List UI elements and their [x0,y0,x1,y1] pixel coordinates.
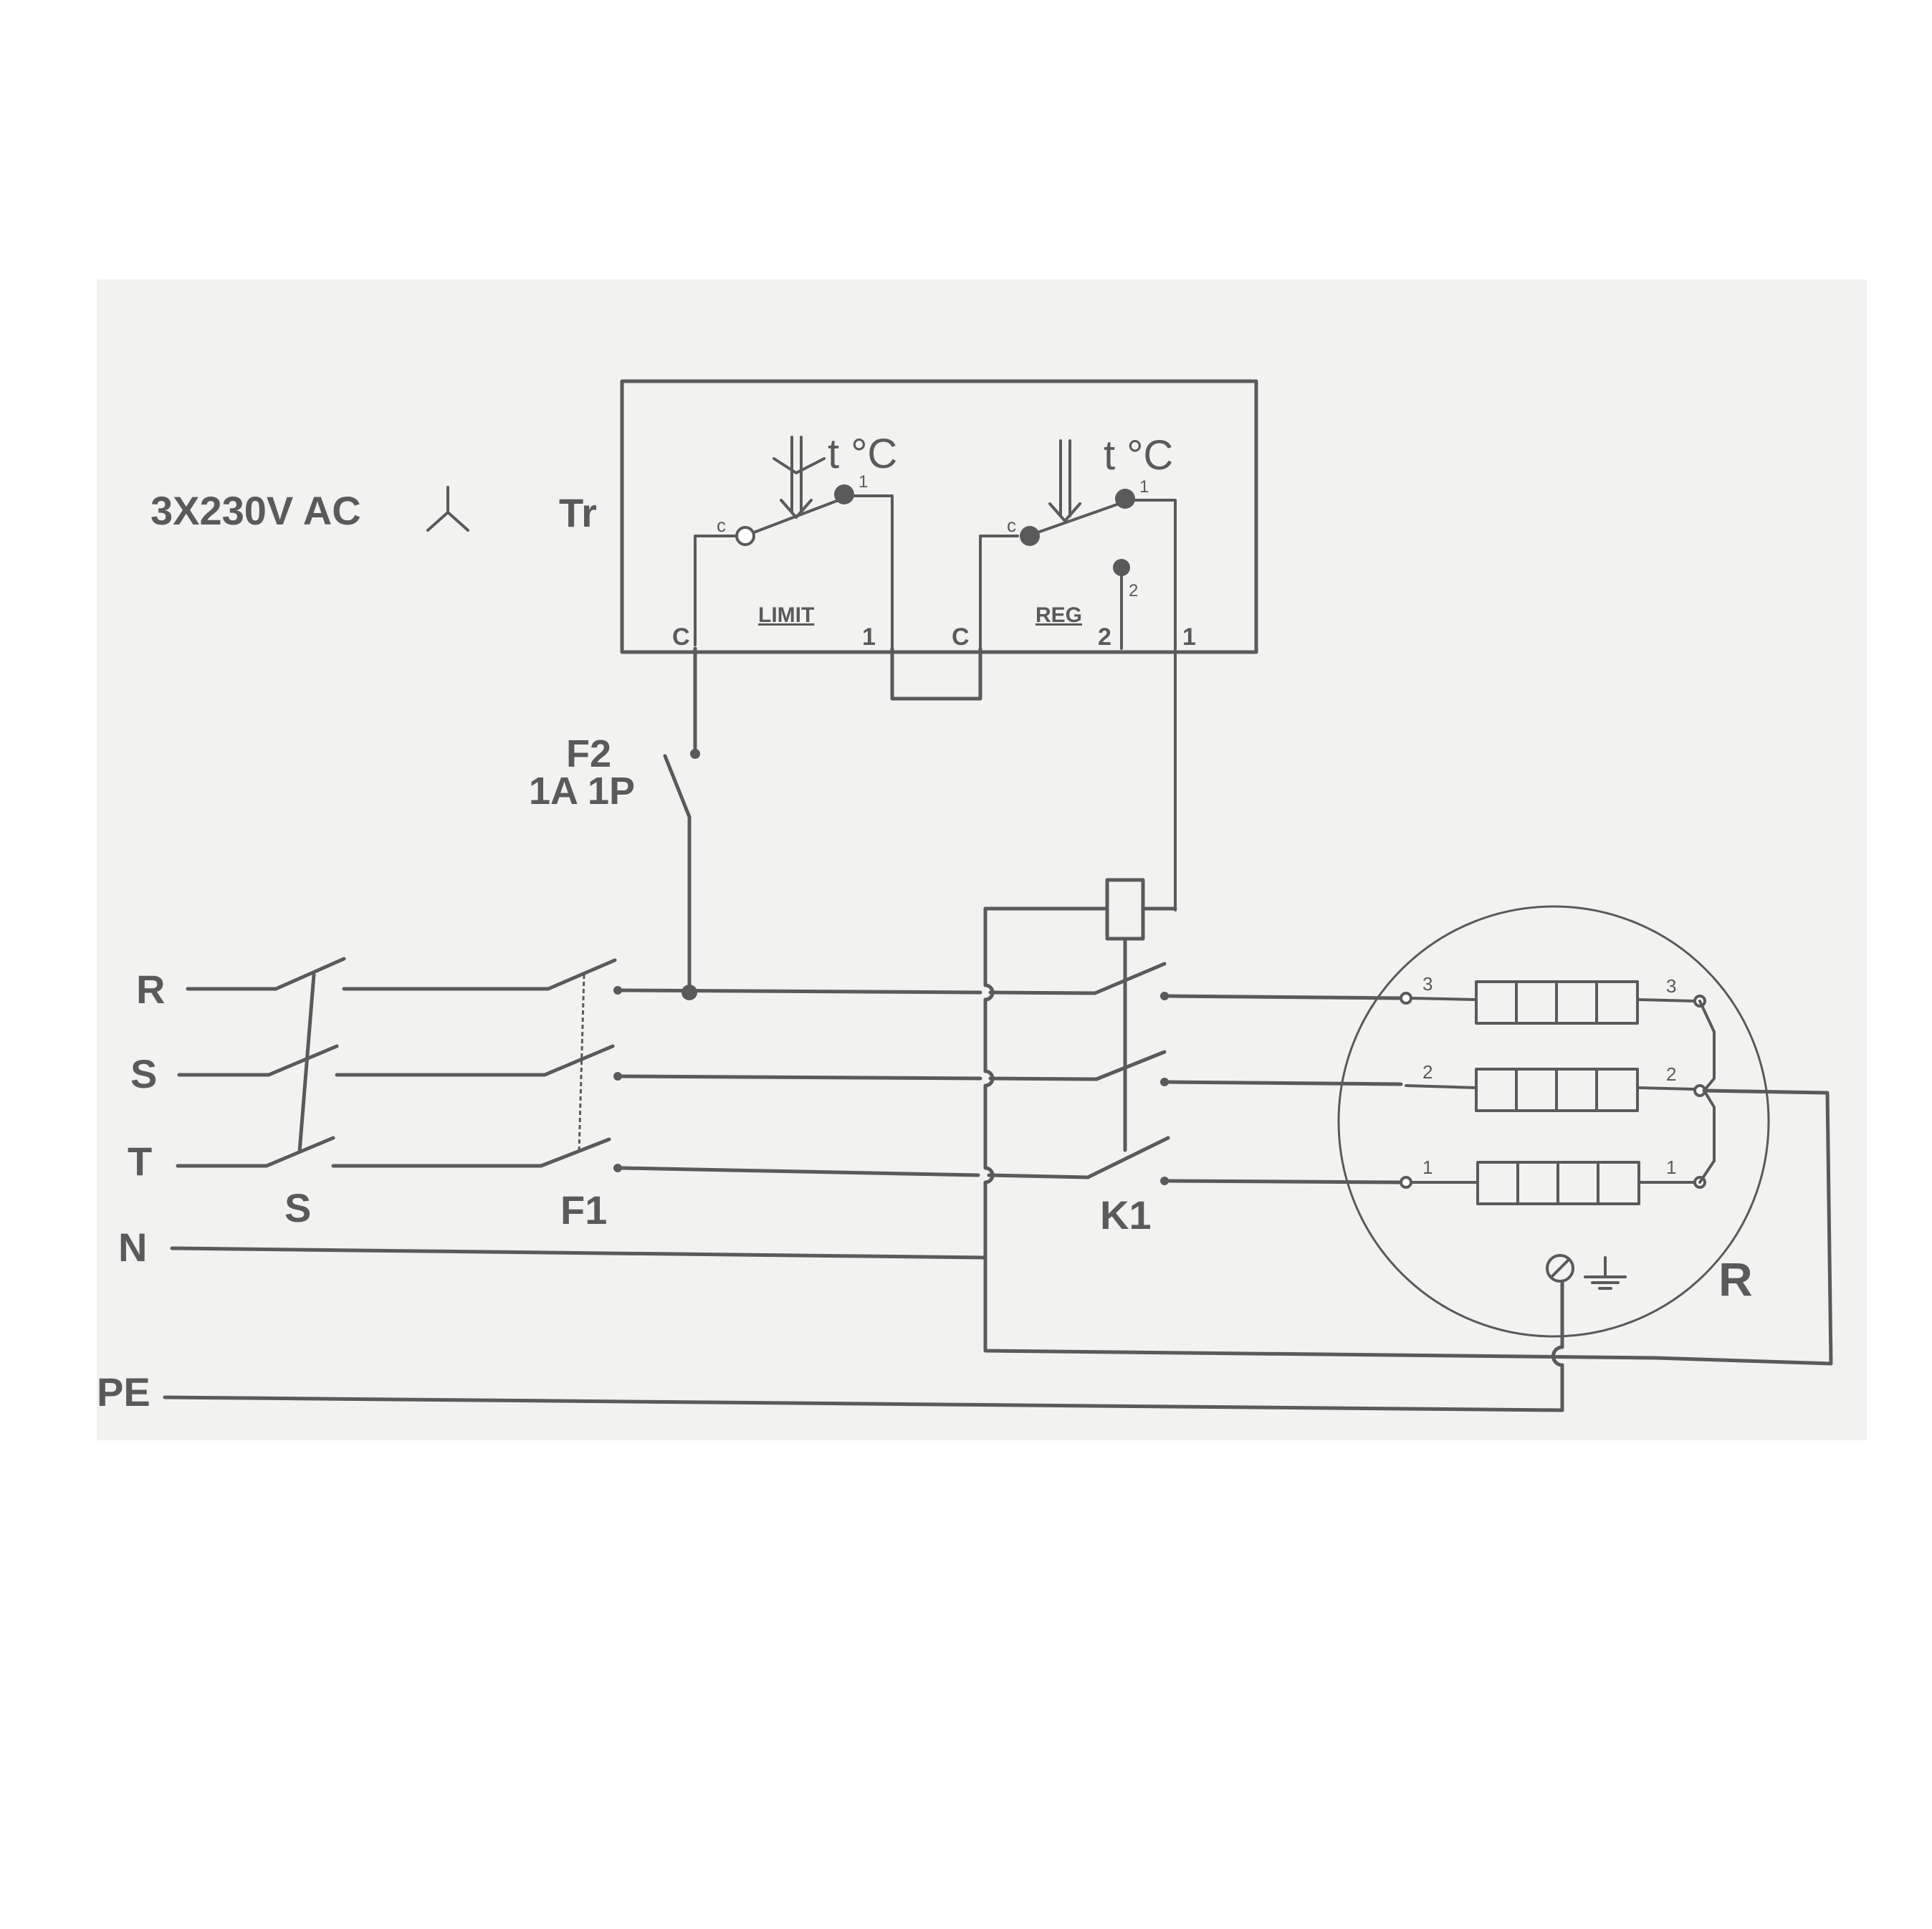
junction-r [682,985,697,1000]
ground-wire [1551,1279,1564,1412]
supply-label: 3X230V AC [150,488,361,533]
thermostat-ref: Tr [559,490,597,535]
line-n-wire [170,1246,987,1260]
heater-outline [1337,905,1770,1338]
terminal-reg-c: C [952,623,970,651]
heater-term-right-3: 3 [1666,975,1676,997]
limit-1-label: 1 [859,472,868,492]
contactor-label: K1 [1100,1192,1152,1238]
line-pe-label: PE [97,1369,150,1415]
heater-term-left-1: 1 [1422,1157,1433,1178]
line-r-label: R [136,967,165,1012]
line-n-label: N [118,1225,147,1270]
main-switch-s: S [176,957,346,1230]
heater-term-right-2: 2 [1666,1063,1676,1085]
terminal-limit-1: 1 [862,623,876,651]
star-neutral-wire [1653,1088,1833,1366]
reg-temp-label: t °C [1104,432,1173,479]
limit-c-label: c [717,514,726,536]
neutral-return [983,906,1658,1360]
limit-switch: c 1 t °C LIMIT [694,431,897,664]
limit-temp-label: t °C [828,431,897,477]
breaker-f2-rating: 1A 1P [529,770,635,813]
breaker-f1: F1 [331,958,617,1232]
reg-switch: c 1 2 t °C REG [979,432,1177,911]
heater-term-left-3: 3 [1422,973,1433,995]
main-switch-label: S [284,1185,311,1230]
terminal-reg-2: 2 [1098,623,1111,651]
limit-contact-c [735,526,755,546]
breaker-f1-label: F1 [560,1187,607,1232]
heater-label: R [1718,1253,1753,1306]
reg-1-label: 1 [1139,477,1149,497]
reg-c-label: c [1007,514,1016,536]
line-t-wire [620,1166,980,1177]
breaker-f2-ref: F2 [566,732,611,775]
breaker-f2: F2 1A 1P [529,646,700,995]
line-t-label: T [128,1139,152,1184]
reg-2-label: 2 [1129,581,1138,600]
heater-r: 3 2 1 3 2 1 R [1337,905,1770,1338]
ground-terminal-icon [1546,1254,1627,1290]
thermostat-box [620,379,1258,654]
terminal-reg-1: 1 [1182,623,1196,651]
limit-name: LIMIT [758,603,814,627]
star-connection-icon [426,486,469,532]
line-s-wire [620,1074,982,1081]
line-s-label: S [130,1051,157,1096]
terminal-limit-c: C [672,623,690,651]
contactor-k1: K1 [1086,878,1177,1238]
heater-term-right-1: 1 [1666,1157,1676,1178]
limit-reg-bridge [890,646,982,701]
line-pe-wire [163,1395,1564,1412]
reg-name: REG [1036,603,1082,627]
heater-term-left-2: 2 [1422,1061,1433,1083]
paper-area [97,279,1867,1440]
line-r-wire [620,988,982,995]
